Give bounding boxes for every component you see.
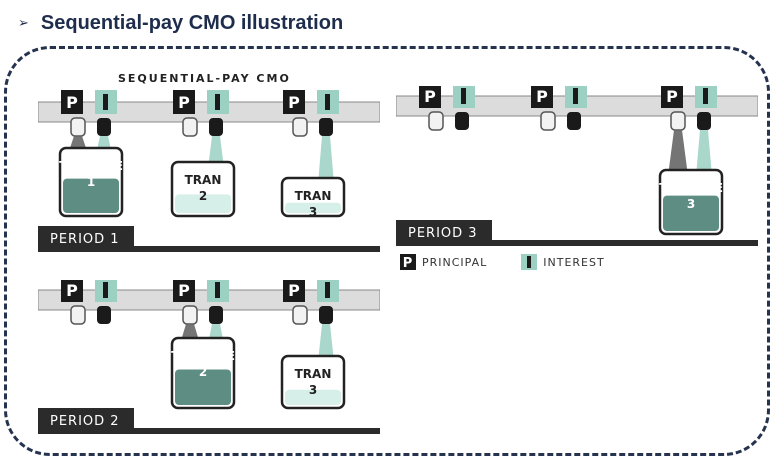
principal-valve [292, 305, 308, 325]
principal-valve [540, 111, 556, 131]
principal-tap-glyph: P [178, 93, 190, 112]
slide-heading: ➢ Sequential-pay CMO illustration [18, 8, 343, 38]
interest-tap-mark [573, 88, 578, 104]
principal-legend-glyph: P [403, 256, 414, 270]
interest-valve [697, 112, 711, 130]
principal-tap-icon [283, 280, 305, 302]
tranche-number: 3 [309, 205, 317, 219]
principal-valve [182, 117, 198, 137]
interest-tap-mark [215, 94, 220, 110]
interest-stream [208, 136, 224, 168]
tranche-fill [63, 178, 119, 213]
figure-title: SEQUENTIAL-PAY CMO [118, 72, 291, 85]
dashed-frame [4, 46, 770, 456]
interest-tap-mark [103, 94, 108, 110]
interest-tap-mark [325, 94, 330, 110]
interest-valve [319, 306, 333, 324]
principal-valve [182, 305, 198, 325]
principal-valve [70, 117, 86, 137]
tranche-number: 3 [687, 197, 695, 211]
interest-legend-label: INTEREST [543, 255, 605, 269]
tranche-fill [663, 195, 719, 231]
tranche-fill [175, 369, 231, 405]
tranche-number: 2 [199, 365, 207, 379]
interest-stream [318, 136, 334, 184]
interest-valve [455, 112, 469, 130]
period-label-box [38, 408, 134, 432]
principal-tap-icon [173, 280, 195, 302]
principal-valve [292, 117, 308, 137]
principal-tap-glyph: P [178, 281, 190, 300]
principal-valve [70, 305, 86, 325]
interest-tap-mark [103, 282, 108, 298]
tranche-label: TRANCHE [59, 159, 123, 173]
principal-tap-icon [419, 86, 441, 108]
interest-valve [209, 118, 223, 136]
tranche-label: TRAN [185, 173, 222, 187]
interest-tap-mark [215, 282, 220, 298]
tranche-number: 2 [199, 189, 207, 203]
principal-tap-glyph: P [66, 281, 78, 300]
interest-tap-mark [461, 88, 466, 104]
principal-tap-icon [61, 280, 83, 302]
interest-stream [318, 324, 334, 362]
interest-stream [696, 130, 712, 176]
interest-valve [319, 118, 333, 136]
principal-tap-icon [173, 90, 195, 114]
principal-tap-glyph: P [288, 281, 300, 300]
tranche-number: 1 [87, 175, 95, 189]
period-baseline [38, 246, 380, 252]
principal-tap-glyph: P [66, 93, 78, 112]
interest-tap-mark [703, 88, 708, 104]
period-label: PERIOD 1 [50, 232, 120, 247]
legend: P PRINCIPAL INTEREST [400, 252, 605, 272]
period-baseline [38, 428, 380, 434]
interest-valve [97, 118, 111, 136]
tranche-fill [175, 194, 231, 213]
tranche-fill [285, 202, 341, 213]
period-label-box [396, 220, 492, 244]
principal-tap-icon [283, 90, 305, 114]
principal-tap-glyph: P [288, 93, 300, 112]
principal-valve [670, 111, 686, 131]
interest-tap-mark [325, 282, 330, 298]
principal-tap-glyph: P [424, 87, 436, 106]
tranche-label: TRANCHE [171, 349, 235, 363]
principal-tap-glyph: P [666, 87, 678, 106]
principal-tap-glyph: P [536, 87, 548, 106]
period-label: PERIOD 2 [50, 414, 120, 429]
period-label-box [38, 226, 134, 250]
interest-legend-icon [521, 254, 538, 270]
slide-title: Sequential-pay CMO illustration [40, 11, 344, 34]
bullet-arrow-icon: ➢ [18, 15, 29, 30]
period-baseline [396, 240, 758, 246]
period-label: PERIOD 3 [408, 226, 478, 241]
tranche-label: TRANCHE [659, 181, 723, 195]
interest-valve [567, 112, 581, 130]
principal-tap-icon [661, 86, 683, 108]
principal-legend-icon: P [400, 254, 416, 270]
interest-valve [209, 306, 223, 324]
tranche-label: TRAN [295, 189, 332, 203]
period-1-panel: SEQUENTIAL-PAY CMO P TRANCHE 1 P TRAN 2 P TRAN 3… [38, 66, 380, 254]
principal-tap-icon [531, 86, 553, 108]
tranche-number: 3 [309, 383, 317, 397]
tranche-label: TRAN [295, 367, 332, 381]
interest-valve [97, 306, 111, 324]
tranche-fill [285, 389, 341, 405]
principal-stream [668, 130, 688, 176]
principal-legend-label: PRINCIPAL [422, 255, 488, 269]
principal-valve [428, 111, 444, 131]
principal-tap-icon [61, 90, 83, 114]
